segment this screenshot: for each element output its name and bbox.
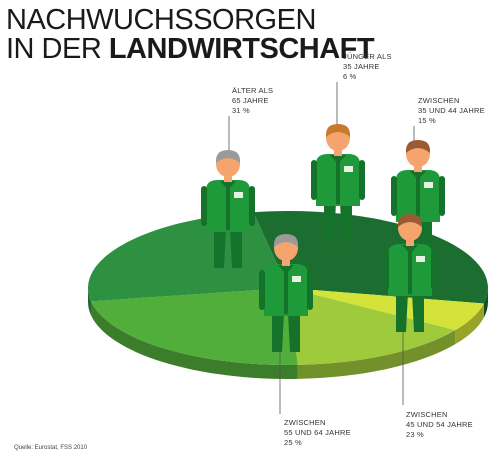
55-64-pocket (292, 276, 301, 282)
pie-rim-45-54 (91, 301, 298, 379)
55-64-collar (278, 265, 294, 274)
farmer-figures (201, 124, 445, 352)
35-44-left-arm (391, 176, 397, 216)
55-64-neck (282, 258, 290, 266)
45-54-collar (402, 245, 418, 254)
under-35-hair (325, 124, 351, 137)
over-65-right-arm (249, 186, 255, 226)
pie-depth (88, 288, 488, 379)
over-65-left-arm (201, 186, 207, 226)
45-54-right-arm (431, 250, 437, 290)
slice-label-35-44: ZWISCHEN 35 UND 44 JAHRE 15 % (418, 96, 485, 125)
slice-label-over-65: ÄLTER ALS 65 JAHRE 31 % (232, 86, 274, 115)
pie-rim-over-65 (483, 288, 488, 318)
pie-slice-45-54 (91, 288, 298, 365)
pie-rim-35-44 (297, 330, 456, 379)
45-54-left-arm (383, 250, 389, 290)
under-35-figure (311, 124, 365, 242)
55-64-placket (284, 266, 288, 314)
over-65-neck (224, 174, 232, 182)
under-35-neck (334, 148, 342, 156)
pie-rim-under-35 (455, 303, 484, 345)
chart-title-plain: IN DER (6, 33, 109, 65)
chart-title-line1: NACHWUCHSSORGEN (6, 4, 316, 36)
35-44-neck (414, 164, 422, 172)
chart-title-bold: LANDWIRTSCHAFT (108, 33, 375, 65)
slice-label-45-54: ZWISCHEN 45 UND 54 JAHRE 23 % (406, 410, 473, 439)
pie-rim-55-64 (88, 288, 92, 316)
35-44-right-arm (439, 176, 445, 216)
35-44-placket (416, 172, 420, 220)
over-65-collar (220, 181, 236, 190)
pie-slice-under-35 (288, 288, 484, 331)
under-35-right-arm (359, 160, 365, 200)
55-64-hair (273, 234, 299, 247)
over-65-placket (226, 182, 230, 230)
45-54-figure (383, 214, 437, 332)
under-35-pocket (344, 166, 353, 172)
over-65-pocket (234, 192, 243, 198)
chart-title-line2: IN DER LANDWIRTSCHAFT (6, 33, 375, 65)
45-54-neck (406, 238, 414, 246)
slice-label-55-64: ZWISCHEN 55 UND 64 JAHRE 25 % (284, 418, 351, 447)
35-44-collar (410, 171, 426, 180)
slice-label-under-35: JÜNGER ALS 35 JAHRE 6 % (343, 52, 392, 81)
35-44-hair (405, 140, 431, 153)
55-64-figure (259, 234, 313, 352)
45-54-placket (408, 246, 412, 294)
pie-slice-35-44 (288, 288, 456, 365)
55-64-left-arm (259, 270, 265, 310)
under-35-left-arm (311, 160, 317, 200)
45-54-hair (397, 214, 423, 227)
35-44-pocket (424, 182, 433, 188)
source-note: Quelle: Eurostat, FSS 2010 (14, 445, 88, 451)
pie-slice-55-64 (88, 212, 288, 302)
under-35-collar (330, 155, 346, 164)
over-65-hair (215, 150, 241, 163)
under-35-placket (336, 156, 340, 204)
55-64-right-arm (307, 270, 313, 310)
over-65-figure (201, 150, 255, 268)
45-54-pocket (416, 256, 425, 262)
